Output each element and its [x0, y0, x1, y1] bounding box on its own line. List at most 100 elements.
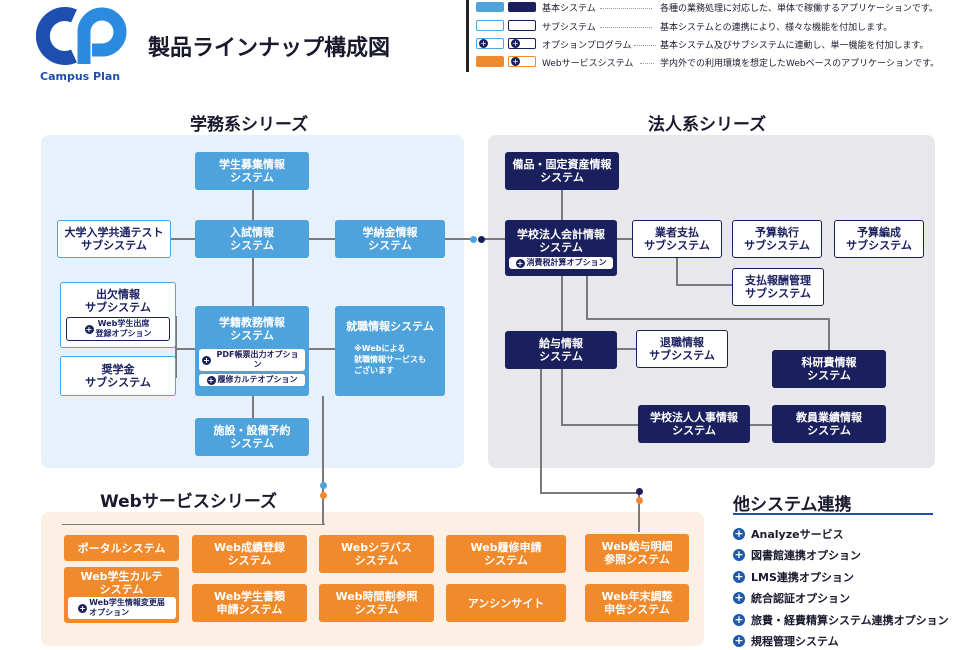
shohizei-option[interactable]: + 消費税計算オプション [509, 257, 613, 269]
connector [616, 348, 636, 350]
legend-leader [600, 8, 652, 9]
connector [561, 276, 563, 332]
web-seiseki-system[interactable]: Web成績登録 システム [192, 535, 307, 573]
web-syllabus-system[interactable]: Webシラバス システム [319, 535, 434, 573]
other-item[interactable]: + 規程管理システム [733, 633, 839, 649]
legend-name: Webサービスシステム [542, 59, 634, 69]
connector [561, 368, 563, 424]
section-title-other: 他システム連携 [733, 495, 852, 515]
bihin-system[interactable]: 備品・固定資産情報 システム [505, 152, 619, 190]
plus-icon: + [733, 527, 745, 540]
legend-desc: 基本システムとの連携により、様々な機能を付加します。 [660, 23, 893, 33]
legend-swatch-option-navy: + [508, 38, 536, 49]
web-nenmatsu-system[interactable]: Web年末調整 申告システム [585, 584, 689, 622]
connector [828, 318, 830, 352]
plus-icon: + [733, 634, 745, 647]
portal-system[interactable]: ポータルシステム [64, 535, 179, 561]
connector-dot-navy [478, 236, 485, 243]
rishu-karte-option-label: 履修カルテオプション [217, 375, 298, 384]
connector-dot-navy [636, 488, 643, 495]
taishoku-subsystem[interactable]: 退職情報 サブシステム [636, 330, 728, 368]
gyosha-subsystem[interactable]: 業者支払 サブシステム [632, 220, 722, 258]
kakenhi-system[interactable]: 科研費情報 システム [772, 350, 886, 388]
web-karte-label: Web学生カルテ システム [80, 570, 163, 596]
web-karte-option-label: Web学生情報変更届 オプション [89, 598, 165, 617]
gakuseki-label: 学籍教務情報 システム [219, 316, 285, 342]
web-jikanwari-system[interactable]: Web時間割参照 システム [319, 584, 434, 622]
shisetsu-system[interactable]: 施設・設備予約 システム [195, 418, 309, 456]
connector [586, 318, 829, 320]
web-rishu-system[interactable]: Web履修申請 システム [446, 535, 566, 573]
kyoin-system[interactable]: 教員業績情報 システム [772, 405, 886, 443]
connector-dot-orange [320, 492, 327, 499]
yosan-shikko-subsystem[interactable]: 予算執行 サブシステム [732, 220, 822, 258]
rishu-karte-option[interactable]: + 履修カルテオプション [199, 374, 305, 386]
section-title-gakumu: 学務系シリーズ [190, 115, 309, 135]
other-item-label: 旅費・経費精算システム連携オプション [751, 614, 949, 627]
logo: Campus Plan [36, 6, 128, 86]
shushoku-note: ※Webによる 就職情報サービスも ございます [354, 344, 426, 375]
connector-dot-blue [470, 236, 477, 243]
section-title-web: Webサービスシリーズ [100, 492, 277, 512]
connector [170, 238, 198, 240]
legend-swatch-option-blue: + [476, 38, 504, 49]
anshin-site[interactable]: アンシンサイト [446, 584, 566, 622]
daigaku-test-subsystem[interactable]: 大学入学共通テスト サブシステム [57, 220, 171, 258]
legend-name: サブシステム [542, 23, 596, 33]
web-kyuyo-meisai-system[interactable]: Web給与明細 参照システム [585, 534, 689, 572]
other-item[interactable]: +図書館連携オプション [733, 547, 861, 563]
legend-name: 基本システム [542, 4, 596, 14]
other-item[interactable]: +Analyzeサービス [733, 526, 844, 542]
kyuyo-system[interactable]: 給与情報 システム [505, 331, 617, 369]
plus-icon: + [84, 324, 94, 334]
shiharai-subsystem[interactable]: 支払報酬管理 サブシステム [732, 268, 824, 306]
plus-icon: + [733, 613, 745, 626]
connector [561, 424, 639, 426]
nyushi-system[interactable]: 入試情報 システム [195, 220, 309, 258]
other-item[interactable]: +LMS連携オプション [733, 569, 854, 585]
plus-icon: + [202, 355, 211, 365]
pdf-option[interactable]: + PDF帳票出力オプション [199, 349, 305, 371]
connector [540, 492, 640, 494]
plus-icon: + [511, 39, 520, 48]
gakuseki-system[interactable]: 学籍教務情報 システム + PDF帳票出力オプション + 履修カルテオプション [195, 306, 309, 396]
gakuno-system[interactable]: 学納金情報 システム [335, 220, 445, 258]
legend-swatch-navy [508, 2, 536, 12]
connector [252, 258, 254, 308]
connector [586, 276, 588, 318]
web-karte-system[interactable]: Web学生カルテ システム + Web学生情報変更届 オプション [64, 567, 179, 623]
other-item[interactable]: +統合認証オプション [733, 590, 850, 606]
connector [62, 524, 325, 525]
shogakukin-subsystem[interactable]: 奨学金 サブシステム [60, 356, 176, 396]
connector [175, 316, 177, 378]
connector [638, 492, 640, 532]
kaikei-system[interactable]: 学校法人会計情報 システム + 消費税計算オプション [505, 220, 617, 276]
other-item-label: 規程管理システム [751, 635, 839, 648]
other-item-label: 統合認証オプション [751, 592, 850, 605]
web-karte-option[interactable]: + Web学生情報変更届 オプション [67, 597, 176, 619]
shukketsu-option[interactable]: + Web学生出席 登録オプション [66, 317, 170, 341]
legend-swatch-white-navy [508, 20, 536, 31]
web-shoshiki-system[interactable]: Web学生書類 申請システム [192, 584, 307, 622]
gakusei-boshu-system[interactable]: 学生募集情報 システム [195, 152, 309, 190]
legend-swatch-orange [476, 56, 504, 67]
other-title-underline [733, 513, 933, 515]
connector-dot-orange [636, 497, 643, 504]
legend-name: オプションプログラム [542, 41, 632, 51]
connector [616, 238, 634, 240]
yosan-hensei-subsystem[interactable]: 予算編成 サブシステム [834, 220, 924, 258]
shohizei-option-label: 消費税計算オプション [526, 258, 607, 267]
other-item[interactable]: + 旅費・経費精算システム連携オプション [733, 612, 949, 628]
shushoku-system[interactable]: 就職情報システム ※Webによる 就職情報サービスも ございます [335, 306, 445, 396]
legend-desc: 学内外での利用環境を想定したWebベースのアプリケーションです。 [660, 59, 940, 69]
connector [175, 348, 197, 350]
plus-icon: + [78, 603, 88, 613]
legend-divider [466, 0, 469, 72]
legend-swatch-light-blue [476, 2, 504, 12]
shukketsu-subsystem[interactable]: 出欠情報 サブシステム + Web学生出席 登録オプション [60, 282, 176, 348]
legend-swatch-option-orange: + [508, 56, 536, 67]
other-item-label: 図書館連携オプション [751, 549, 861, 562]
connector [308, 348, 336, 350]
connector [252, 396, 254, 418]
jinji-system[interactable]: 学校法人人事情報 システム [638, 405, 750, 443]
